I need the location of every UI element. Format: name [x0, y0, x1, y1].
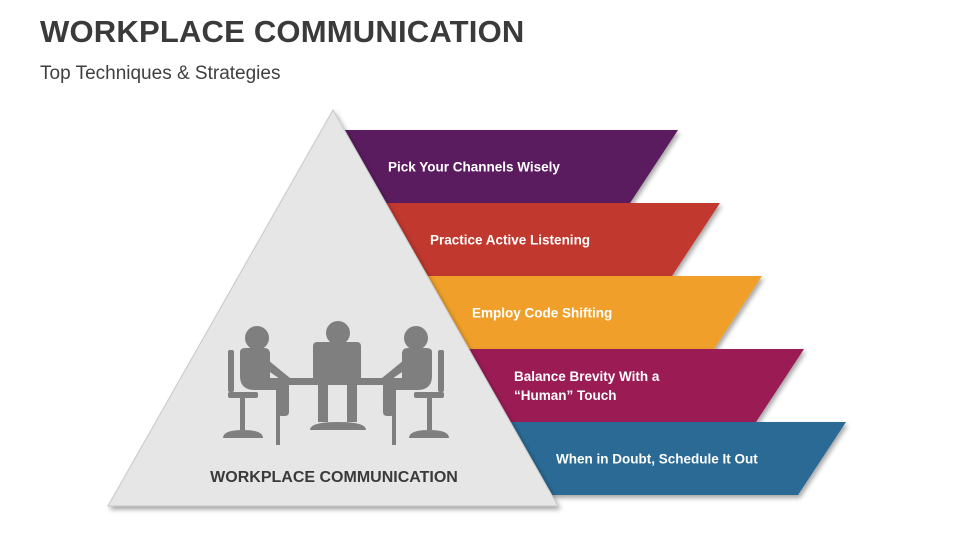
strategy-band-4-label: Balance Brevity With a: [514, 369, 660, 384]
slide-subtitle: Top Techniques & Strategies: [40, 63, 281, 84]
slide-title: WORKPLACE COMMUNICATION: [40, 14, 525, 49]
strategy-band-2: [372, 203, 720, 276]
strategy-band-5-label: When in Doubt, Schedule It Out: [556, 452, 758, 467]
strategy-band-3-label: Employ Code Shifting: [472, 306, 612, 321]
strategy-band-4: [456, 349, 804, 422]
strategy-band-3: [414, 276, 762, 349]
strategy-band-4-label: “Human” Touch: [514, 388, 617, 403]
strategy-band-1: [330, 130, 678, 203]
strategy-band-5: [498, 422, 846, 495]
strategy-band-1-label: Pick Your Channels Wisely: [388, 160, 560, 175]
pyramid-triangle: [107, 108, 559, 507]
pyramid-center-label: WORKPLACE COMMUNICATION: [210, 469, 458, 486]
meeting-people-icon: [223, 321, 449, 445]
strategy-band-2-label: Practice Active Listening: [430, 233, 590, 248]
